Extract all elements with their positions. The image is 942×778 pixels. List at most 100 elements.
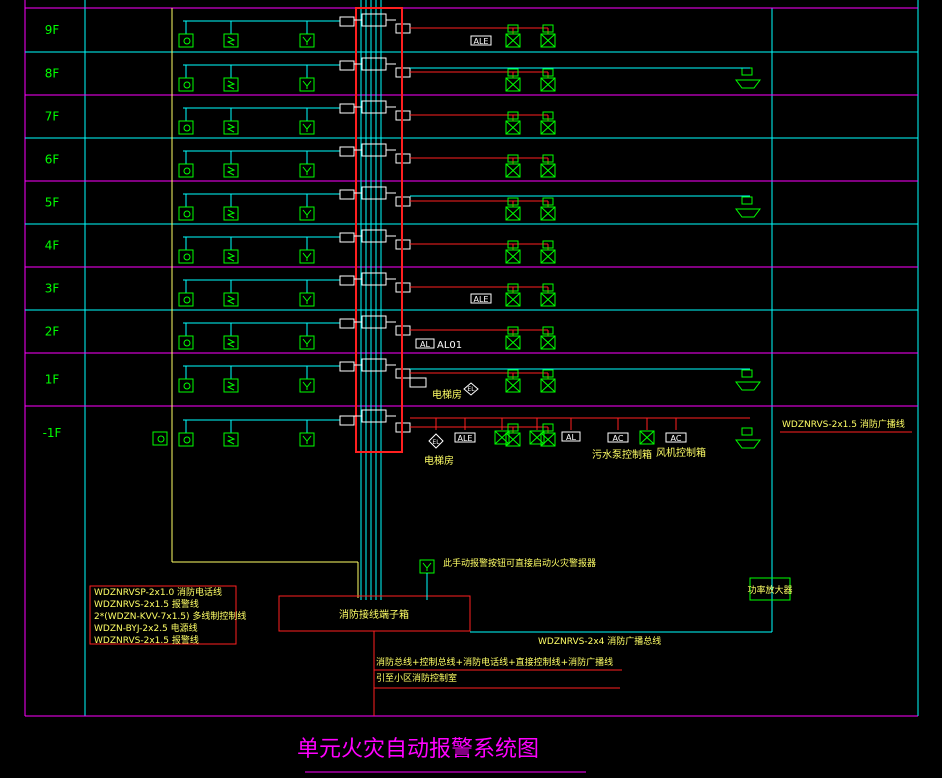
input-module — [339, 146, 355, 157]
manual-button-icon-glyph — [226, 166, 236, 176]
strobe-icon-glyph — [540, 378, 556, 393]
hydrant-button-icon — [299, 378, 315, 393]
al-box — [561, 431, 581, 442]
manual-button-icon-glyph — [226, 123, 236, 133]
ale-label: ALE — [474, 37, 489, 46]
manual-button-icon — [223, 292, 239, 307]
device-icon — [494, 430, 510, 445]
phone-jack-icon-glyph — [157, 435, 165, 443]
speaker-module — [507, 423, 519, 432]
hydrant-button-icon-glyph — [302, 123, 312, 132]
ale-label: ALE — [474, 295, 489, 304]
strobe-icon — [540, 432, 556, 447]
input-module — [339, 103, 355, 114]
al-label: AL — [420, 340, 430, 349]
hydrant-button-icon-glyph — [302, 295, 312, 304]
speaker-module — [507, 369, 519, 378]
strobe-icon — [540, 206, 556, 221]
hydrant-button-icon — [299, 33, 315, 48]
strobe-icon-glyph — [540, 33, 556, 48]
hydrant-button-icon-glyph — [302, 338, 312, 347]
el-icon — [463, 382, 479, 396]
device-icon-glyph — [494, 430, 510, 445]
legend-item-4: WDZNRVS-2x1.5 报警线 — [94, 634, 199, 646]
manual-button-icon-glyph — [226, 338, 236, 348]
strobe-icon-glyph — [540, 206, 556, 221]
speaker-icon — [505, 120, 521, 135]
manual-alarm-icon — [419, 559, 435, 574]
manual-button-icon — [223, 335, 239, 350]
broadcast-module — [741, 67, 753, 76]
legend-box — [89, 585, 237, 645]
broadcast-module — [741, 427, 753, 436]
speaker-icon — [505, 206, 521, 221]
speaker-icon-glyph — [505, 335, 521, 350]
manual-button-icon — [223, 120, 239, 135]
smoke-detector-icon-glyph — [183, 339, 191, 347]
strobe-module — [542, 283, 554, 292]
hydrant-button-icon — [299, 77, 315, 92]
device-icon-glyph — [639, 430, 655, 445]
hydrant-button-icon-glyph — [302, 80, 312, 89]
broadcast-speaker-icon — [735, 208, 761, 218]
strobe-module — [542, 326, 554, 335]
strobe-icon — [540, 120, 556, 135]
manual-button-icon-glyph — [226, 295, 236, 305]
smoke-detector-icon-glyph — [183, 37, 191, 45]
manual-button-icon — [223, 206, 239, 221]
strobe-module — [542, 369, 554, 378]
strobe-icon — [540, 292, 556, 307]
speaker-module — [507, 240, 519, 249]
strobe-icon-glyph — [540, 77, 556, 92]
smoke-detector-icon-glyph — [183, 296, 191, 304]
amplifier-label: 功率放大器 — [747, 584, 792, 596]
input-module — [339, 275, 355, 286]
strobe-icon — [540, 33, 556, 48]
ale-label: ALE — [458, 434, 473, 443]
speaker-icon-glyph — [505, 292, 521, 307]
manual-button-icon — [223, 163, 239, 178]
strobe-icon-glyph — [540, 335, 556, 350]
strobe-icon — [540, 77, 556, 92]
strobe-module — [542, 111, 554, 120]
strobe-module — [542, 68, 554, 77]
legend-item-2: 2*(WDZN-KVV-7x1.5) 多线制控制线 — [94, 610, 246, 622]
manual-button-icon — [223, 249, 239, 264]
broadcast-module — [741, 196, 753, 205]
speaker-icon-glyph — [505, 33, 521, 48]
floor-label-7F: 7F — [45, 110, 60, 124]
floor-label-6F: 6F — [45, 153, 60, 167]
strobe-icon-glyph — [540, 292, 556, 307]
manual-alarm-icon-glyph — [422, 562, 432, 571]
broadcast-module — [741, 369, 753, 378]
broadcast-speaker-icon — [735, 79, 761, 89]
smoke-detector-icon — [178, 335, 194, 350]
smoke-detector-icon-glyph — [183, 253, 191, 261]
floor-label-4F: 4F — [45, 239, 60, 253]
speaker-module — [507, 326, 519, 335]
floor-label-1F: 1F — [45, 373, 60, 387]
elevator-room-label: 电梯房 — [432, 388, 462, 401]
speaker-icon — [505, 432, 521, 447]
hydrant-button-icon — [299, 206, 315, 221]
frame-lines — [24, 0, 919, 717]
hydrant-button-icon-glyph — [302, 435, 312, 444]
manual-button-icon-glyph — [226, 381, 236, 391]
speaker-module — [507, 197, 519, 206]
manual-button-icon-glyph — [226, 435, 236, 445]
hydrant-button-icon-glyph — [302, 166, 312, 175]
control-room-note: 引至小区消防控制室 — [376, 672, 457, 684]
sewage-pump-label: 污水泵控制箱 — [592, 448, 652, 461]
hydrant-button-icon — [299, 163, 315, 178]
broadcast-speaker-icon — [735, 439, 761, 449]
riser-trunk — [354, 0, 403, 600]
speaker-module — [507, 154, 519, 163]
strobe-module — [542, 24, 554, 33]
trunk-route-note: 消防总线+控制总线+消防电话线+直接控制线+消防广播线 — [376, 656, 613, 668]
input-module — [339, 189, 355, 200]
floor-label-5F: 5F — [45, 196, 60, 210]
hydrant-button-icon — [299, 249, 315, 264]
smoke-detector-icon — [178, 33, 194, 48]
